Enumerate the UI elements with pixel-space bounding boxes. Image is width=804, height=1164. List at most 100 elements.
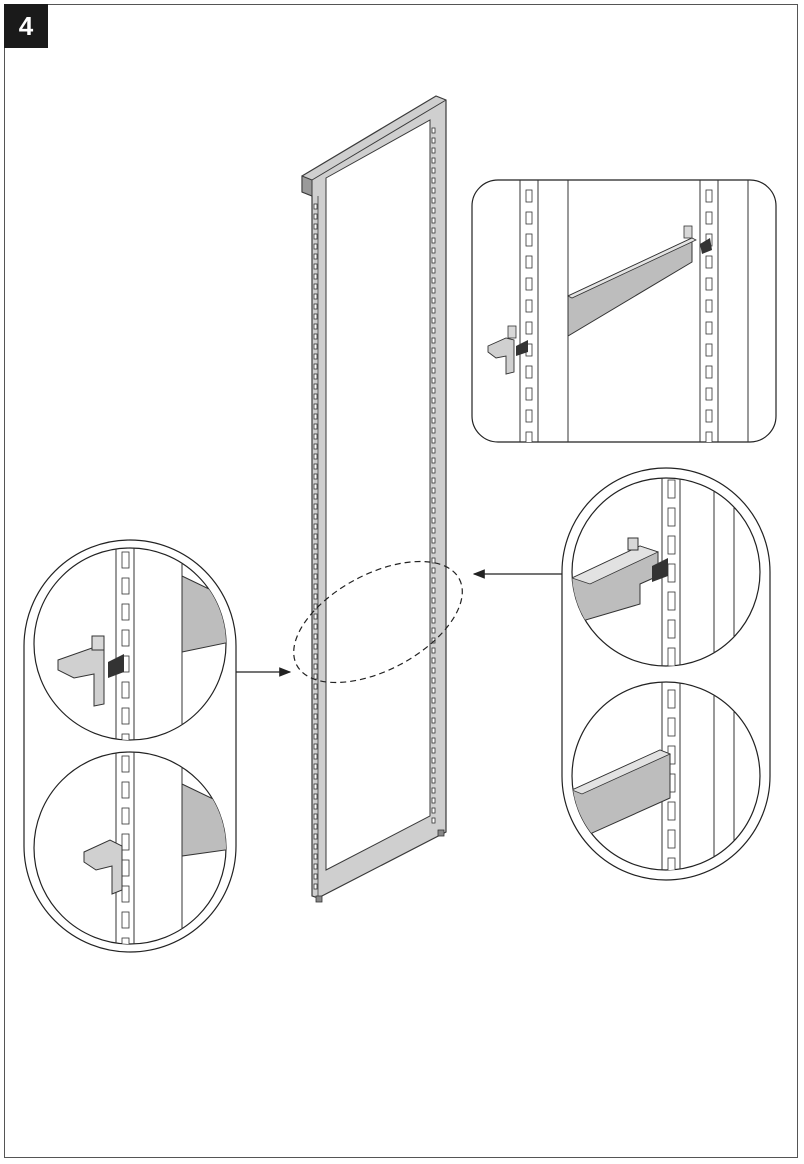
slot-hole [313, 653, 318, 660]
slot-hole [431, 507, 436, 514]
slot-hole [431, 347, 436, 354]
slot-hole [525, 365, 533, 379]
slot-hole [431, 407, 436, 414]
slot-hole [431, 627, 436, 634]
slot-hole [313, 593, 318, 600]
slot-hole [121, 859, 130, 877]
slot-hole [313, 693, 318, 700]
slot-hole [431, 747, 436, 754]
slot-hole [431, 167, 436, 174]
slot-hole [313, 813, 318, 820]
slot-hole [431, 357, 436, 364]
slot-hole [313, 833, 318, 840]
slot-hole [313, 543, 318, 550]
highlight-ellipse [293, 560, 463, 684]
slot-hole [667, 689, 676, 709]
slot-hole [705, 211, 713, 225]
slot-hole [313, 753, 318, 760]
slot-hole [431, 437, 436, 444]
slot-hole [313, 423, 318, 430]
slot-hole [431, 687, 436, 694]
slot-hole [431, 417, 436, 424]
slot-hole [525, 277, 533, 291]
slot-hole [313, 203, 318, 210]
slot-hole [313, 483, 318, 490]
slot-hole [431, 557, 436, 564]
slot-hole [431, 387, 436, 394]
slot-hole [667, 647, 676, 666]
slot-hole [431, 697, 436, 704]
slot-hole [313, 603, 318, 610]
slot-hole [431, 797, 436, 804]
slot-hole [313, 513, 318, 520]
slot-hole [525, 255, 533, 269]
slot-hole [313, 883, 318, 890]
slot-hole [313, 853, 318, 860]
slot-hole [121, 937, 130, 944]
slot-hole [313, 613, 318, 620]
slot-hole [431, 677, 436, 684]
slot-hole [431, 337, 436, 344]
slot-hole [313, 443, 318, 450]
slot-hole [313, 213, 318, 220]
detail-panel-left [23, 539, 237, 953]
wardrobe-frame [301, 95, 447, 903]
slot-hole [525, 409, 533, 423]
slot-hole [313, 623, 318, 630]
slot-hole [431, 667, 436, 674]
step-number-badge: 4 [4, 4, 48, 48]
slot-hole [705, 277, 713, 291]
slot-hole [313, 743, 318, 750]
slot-hole [313, 823, 318, 830]
slot-hole [431, 327, 436, 334]
slot-hole [313, 523, 318, 530]
slot-hole [667, 801, 676, 821]
slot-hole [431, 517, 436, 524]
slot-hole [431, 157, 436, 164]
slot-hole [431, 227, 436, 234]
slot-hole [121, 807, 130, 825]
slot-hole [431, 307, 436, 314]
slot-hole [313, 673, 318, 680]
slot-hole [431, 277, 436, 284]
slot-hole [313, 493, 318, 500]
slot-hole [313, 633, 318, 640]
slot-hole [313, 293, 318, 300]
slot-hole [313, 413, 318, 420]
slot-hole [313, 313, 318, 320]
slot-hole [313, 783, 318, 790]
slot-hole [313, 723, 318, 730]
slot-hole [431, 237, 436, 244]
slot-hole [667, 717, 676, 737]
slot-hole [121, 707, 130, 725]
slot-hole [705, 255, 713, 269]
slot-hole [121, 603, 130, 621]
slot-hole [313, 233, 318, 240]
slot-hole [431, 137, 436, 144]
slot-hole [121, 911, 130, 929]
slot-hole [431, 317, 436, 324]
slot-hole [313, 333, 318, 340]
slot-hole [313, 843, 318, 850]
slot-hole [431, 187, 436, 194]
slot-hole [525, 321, 533, 335]
slot-hole [313, 473, 318, 480]
slot-hole [313, 353, 318, 360]
slot-hole [431, 537, 436, 544]
slot-hole [121, 781, 130, 799]
slot-hole [313, 343, 318, 350]
slot-hole [431, 817, 436, 824]
slot-hole [667, 535, 676, 555]
slot-hole [705, 431, 713, 442]
slot-hole [705, 409, 713, 423]
slot-hole [431, 657, 436, 664]
step-number: 4 [18, 10, 34, 41]
slot-hole [431, 127, 436, 134]
slot-hole [667, 591, 676, 611]
slot-hole [121, 755, 130, 773]
slot-hole [525, 431, 533, 442]
slot-hole [313, 763, 318, 770]
slot-hole [525, 387, 533, 401]
slot-hole [313, 243, 318, 250]
